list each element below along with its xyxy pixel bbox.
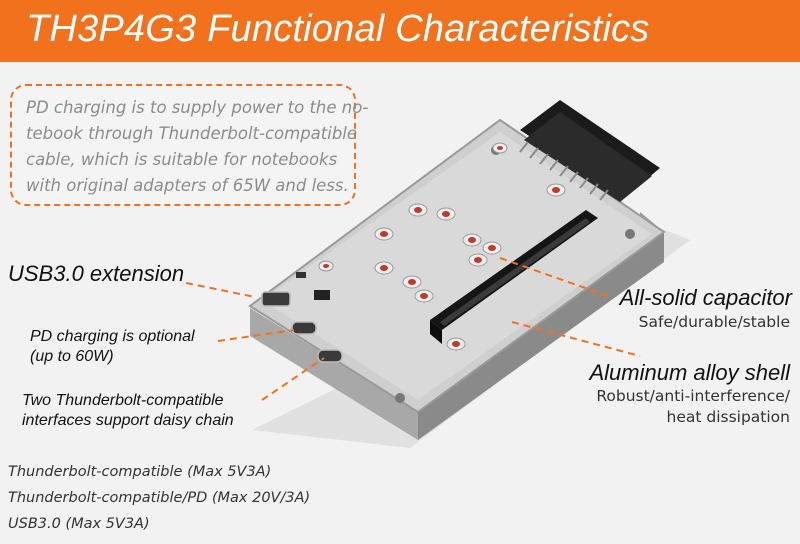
spec-line-1: Thunderbolt-compatible (Max 5V3A) <box>8 464 272 480</box>
capacitor-sublabel: Safe/durable/stable <box>638 313 790 331</box>
daisy-chain-sublabel: interfaces support daisy chain <box>22 412 234 429</box>
note-line-2: tebook through Thunderbolt-compatible <box>26 124 358 143</box>
note-line-1: PD charging is to supply power to the no… <box>26 98 369 117</box>
shell-sublabel-2: heat dissipation <box>666 408 791 426</box>
shell-label: Aluminum alloy shell <box>589 360 790 385</box>
usb-extension-label: USB3.0 extension <box>8 261 185 286</box>
note-line-4: with original adapters of 65W and less. <box>26 176 349 195</box>
shell-sublabel-1: Robust/anti-interference/ <box>596 387 790 405</box>
pd-optional-sublabel: (up to 60W) <box>30 348 114 365</box>
header-banner: TH3P4G3 Functional Characteristics <box>0 0 800 62</box>
capacitor-label: All-solid capacitor <box>619 285 792 310</box>
pd-charging-note <box>10 84 356 206</box>
page-title: TH3P4G3 Functional Characteristics <box>26 8 650 50</box>
pd-optional-label: PD charging is optional <box>30 328 195 345</box>
spec-line-2: Thunderbolt-compatible/PD (Max 20V/3A) <box>8 490 311 506</box>
note-line-3: cable, which is suitable for notebooks <box>26 150 338 169</box>
spec-line-3: USB3.0 (Max 5V3A) <box>8 516 150 532</box>
daisy-chain-label: Two Thunderbolt-compatible <box>22 392 224 409</box>
